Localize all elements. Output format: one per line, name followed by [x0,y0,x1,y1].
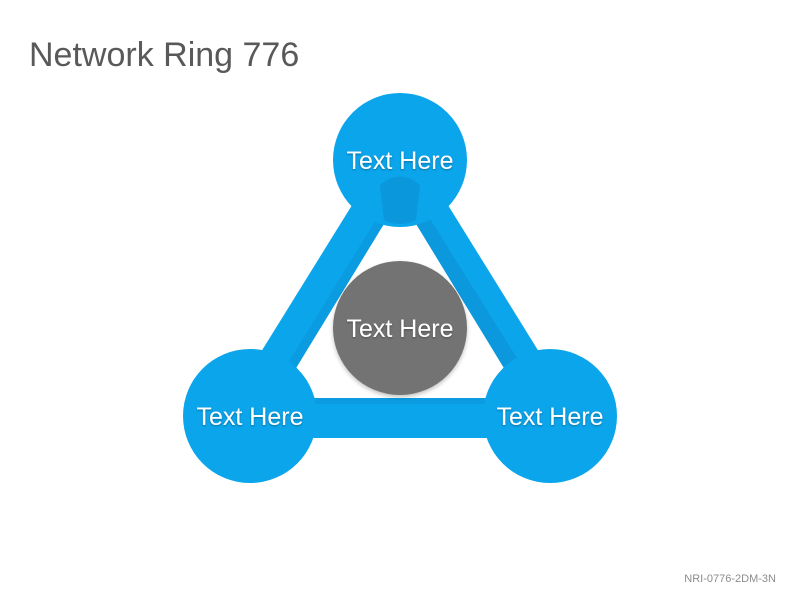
top-node-label: Text Here [347,147,454,175]
left-node: Text Here [183,349,317,483]
connector-top-left-shade [282,174,412,378]
page-title: Network Ring 776 [29,36,300,74]
top-node-connector-overlay [380,176,420,224]
right-node-circle [483,349,617,483]
top-node-circle [333,93,467,227]
connector-bottom-shade [250,398,550,404]
center-node-label: Text Here [347,315,454,343]
center-node: Text Here [333,261,467,395]
right-node: Text Here [483,349,617,483]
top-node: Text Here [333,93,467,227]
footer-code: NRI-0776-2DM-3N [684,573,776,585]
right-node-label: Text Here [497,403,604,431]
left-node-label: Text Here [197,403,304,431]
center-node-circle [333,261,467,395]
left-node-circle [183,349,317,483]
